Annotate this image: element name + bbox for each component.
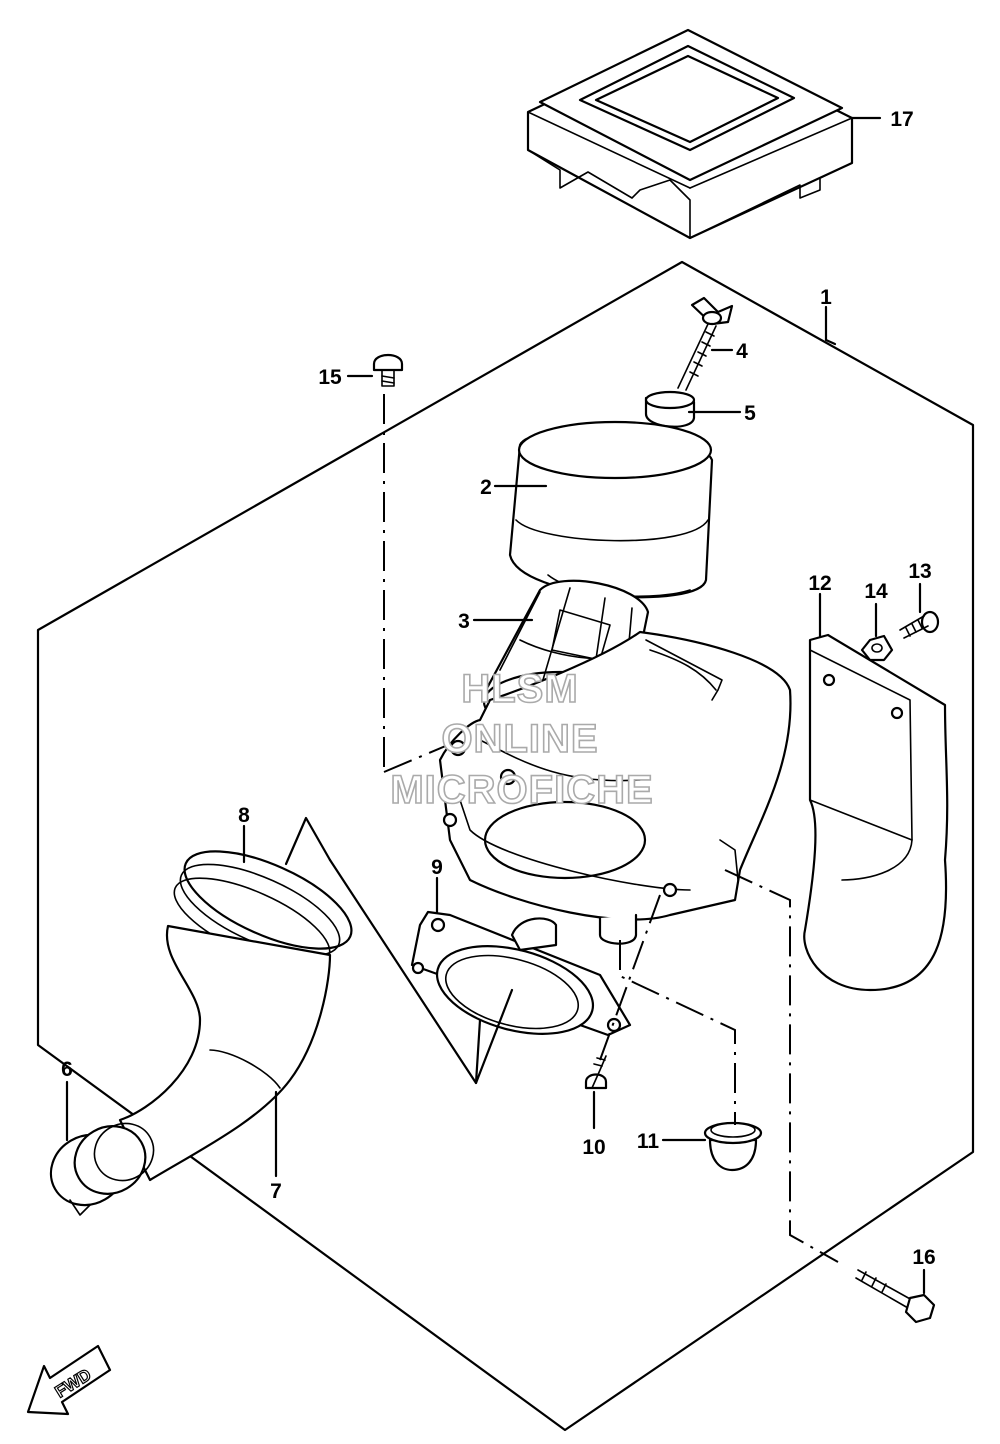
part-15-screw[interactable] [372,353,404,387]
callout-3: 3 [458,610,470,633]
watermark-line-2: ONLINE [441,717,598,761]
callout-8: 8 [238,804,250,827]
callout-5: 5 [744,402,756,425]
part-5-collar[interactable] [644,390,696,428]
part-17-cover[interactable] [526,28,854,240]
callout-1: 1 [820,286,832,309]
watermark-line-1: HLSM [461,667,578,711]
callout-13: 13 [908,560,931,583]
part-14-nut[interactable] [860,634,894,662]
part-2-air-filter[interactable] [508,420,714,599]
callout-2: 2 [480,476,492,499]
callout-15: 15 [318,366,342,389]
callout-14: 14 [864,580,888,603]
part-9-flange[interactable] [410,910,632,1049]
part-1-air-cleaner-case[interactable] [438,630,792,945]
callout-12: 12 [808,572,831,595]
callout-11: 11 [637,1130,660,1153]
callout-4: 4 [736,340,748,363]
part-11-plug[interactable] [703,1121,763,1172]
part-12-duct-bracket[interactable] [803,633,949,992]
part-13-screw[interactable] [899,610,940,639]
assembly-centerlines [383,394,839,1263]
watermark-line-3: MICROFICHE [390,768,653,812]
fwd-arrow-icon: FWD [26,1344,112,1416]
callout-17: 17 [890,108,913,131]
leader-lines [65,116,926,1295]
part-10-screw[interactable] [584,1055,608,1090]
callout-6: 6 [61,1058,73,1081]
part-7-intake-duct[interactable] [118,924,332,1182]
part-4-wing-bolt[interactable] [677,296,734,391]
assembly-boundary [36,260,975,1432]
part-6-clamp[interactable] [38,1113,164,1219]
callout-7: 7 [270,1180,282,1203]
watermark: HLSM ONLINE MICROFICHE [390,666,654,813]
callout-labels: 1 2 3 4 5 6 7 8 9 10 11 12 13 14 15 16 1… [61,108,936,1269]
part-16-bolt[interactable] [855,1269,936,1324]
callout-10: 10 [582,1136,605,1159]
callout-16: 16 [912,1246,935,1269]
callout-9: 9 [431,856,443,879]
